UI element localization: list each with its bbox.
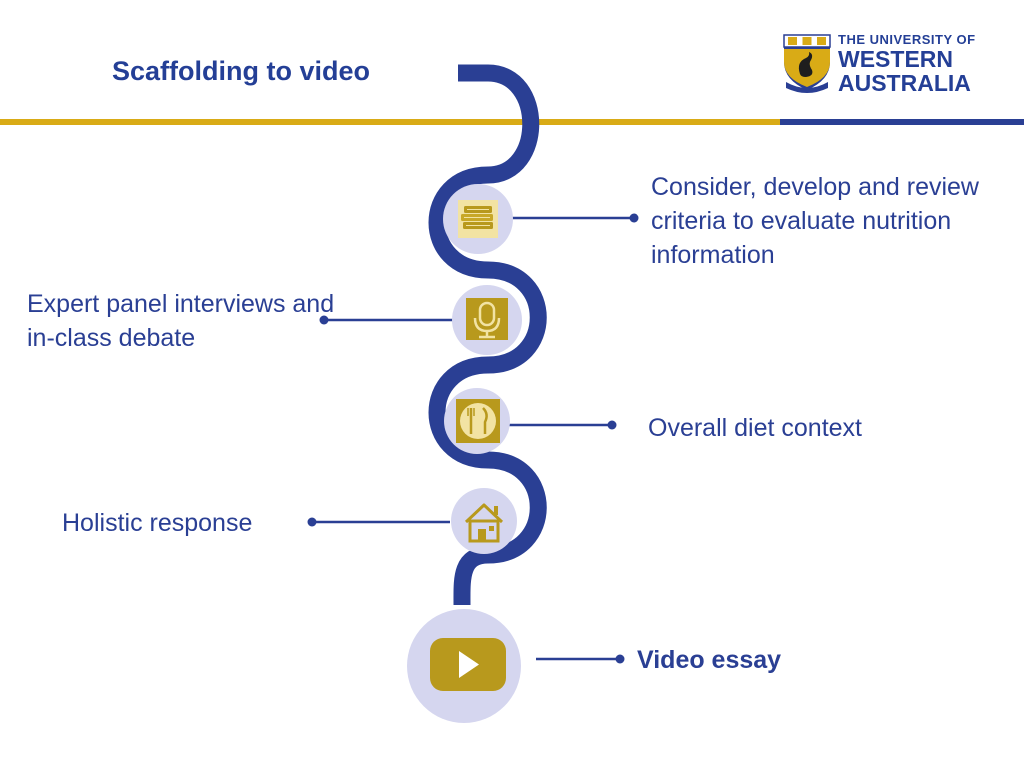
step-1-label: Consider, develop and review criteria to… [651,173,979,269]
step-2-node [452,285,522,355]
connector-2 [319,315,462,325]
connector-1 [512,213,639,223]
winding-path [428,64,547,606]
house-icon [464,503,504,543]
step-1-node [443,184,513,254]
university-crest-icon [783,34,831,93]
step-5-label: Video essay [637,646,782,674]
step-2-label: Expert panel interviews and in-class deb… [27,290,335,352]
logo-line-1: THE UNIVERSITY OF [838,32,976,47]
connector-4 [307,517,450,527]
step-5-node [407,609,521,723]
step-3-label: Overall diet context [648,414,862,442]
books-icon [461,206,493,229]
fork-knife-plate-icon [460,403,496,439]
connector-5 [536,654,625,664]
play-button-icon [430,638,506,691]
page-title: Scaffolding to video [112,56,371,86]
logo-line-2: WESTERN [838,46,953,72]
header-divider-blue [780,119,1024,125]
step-3-node [444,388,510,454]
logo-line-3: AUSTRALIA [838,70,971,96]
connector-3 [508,420,617,430]
step-4-node [451,488,517,554]
header-divider-gold [0,119,780,125]
university-logo-text: THE UNIVERSITY OF WESTERN AUSTRALIA [838,32,976,95]
step-4-label: Holistic response [62,509,253,537]
microphone-icon [473,301,501,339]
